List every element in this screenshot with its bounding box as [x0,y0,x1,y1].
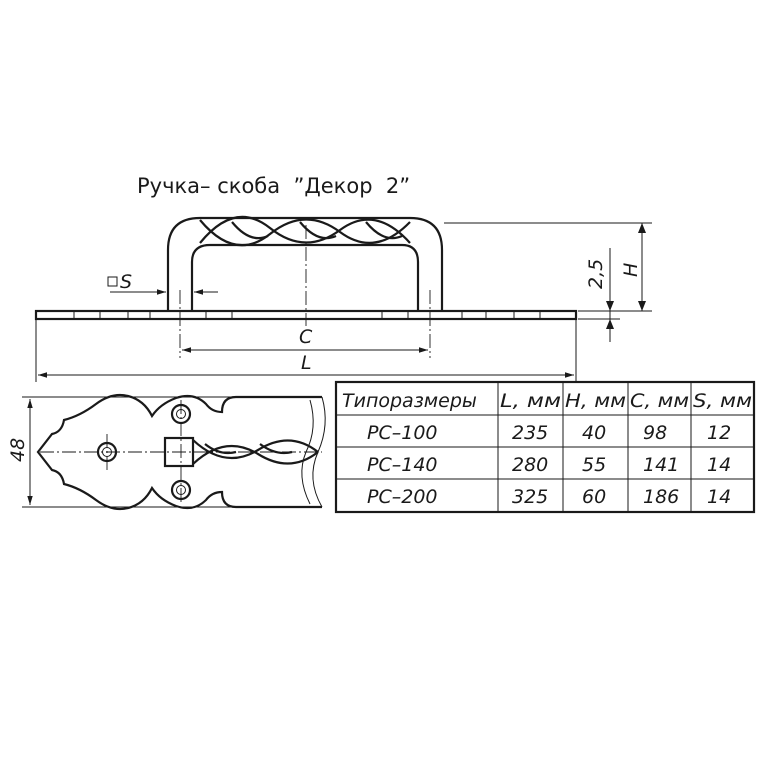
table-cell: 141 [643,454,679,476]
table-cell: 12 [707,422,731,444]
twist-detail [199,215,411,247]
dimension-c: C [182,326,428,353]
dimension-l: L [35,319,577,382]
decorative-plate-outline [36,393,322,511]
table-cell: 40 [582,422,606,444]
table-header-c: C, мм [630,390,689,412]
dimension-h: H 2,5 [444,222,652,342]
top-view: 48 [7,393,326,511]
dimension-gap-label: 2,5 [585,259,607,289]
table-header-s: S, мм [693,390,752,412]
dimension-s-label: S [120,271,132,293]
dimension-l-label: L [301,352,312,374]
table-cell: 60 [582,486,606,508]
drawing-title: Ручка– скоба ”Декор 2” [137,174,410,198]
handle-foot [163,436,195,468]
table-cell: 235 [512,422,548,444]
table-cell: 14 [707,454,731,476]
table-header-h: H, мм [565,390,626,412]
table-cell: РС–200 [367,486,438,508]
square-symbol-icon [107,276,118,287]
table-cell: 280 [512,454,548,476]
handle-outer-outline [166,216,444,311]
table-cell: 186 [643,486,679,508]
dimension-s: S [107,271,218,295]
table-header-size: Типоразмеры [342,390,477,412]
dimension-c-label: C [299,326,313,348]
side-view: S H 2,5 C L [34,215,652,382]
table-cell: 98 [643,422,667,444]
table-cell: 55 [582,454,606,476]
table-cell: 325 [512,486,548,508]
size-table: Типоразмеры L, мм H, мм C, мм S, мм РС–1… [334,380,756,514]
table-cell: РС–140 [367,454,438,476]
table-cell: 14 [707,486,731,508]
dimension-width-label: 48 [7,438,29,462]
table-cell: РС–100 [367,422,438,444]
dimension-h-label: H [620,263,642,277]
plate-notches [73,311,541,319]
handle-inner-outline [190,243,420,311]
table-header-l: L, мм [500,390,561,412]
dimension-width: 48 [7,396,236,508]
